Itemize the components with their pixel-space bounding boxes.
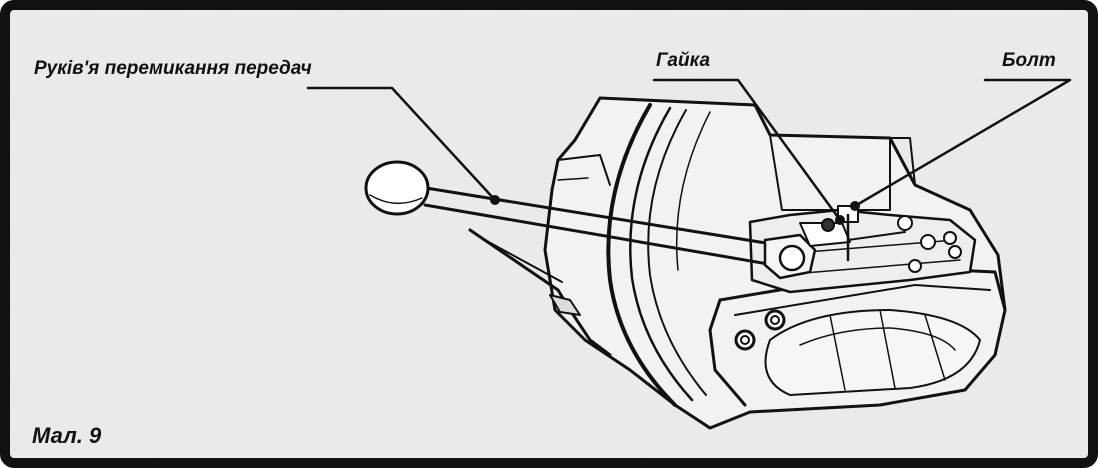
leader-dot-nut (835, 215, 845, 225)
callout-label-bolt: Болт (1002, 50, 1056, 71)
leader-dot-shift (490, 195, 500, 205)
shift-lever (364, 160, 817, 280)
leader-dot-bolt (850, 201, 860, 211)
callout-leaders (306, 78, 1072, 222)
callout-label-nut: Гайка (656, 50, 711, 71)
callout-label-shift-lever: Руків'я перемикання передач (34, 58, 312, 79)
figure-caption: Мал. 9 (32, 423, 102, 448)
gearbox-housing (468, 96, 1007, 430)
gearbox-illustration (306, 78, 1072, 430)
